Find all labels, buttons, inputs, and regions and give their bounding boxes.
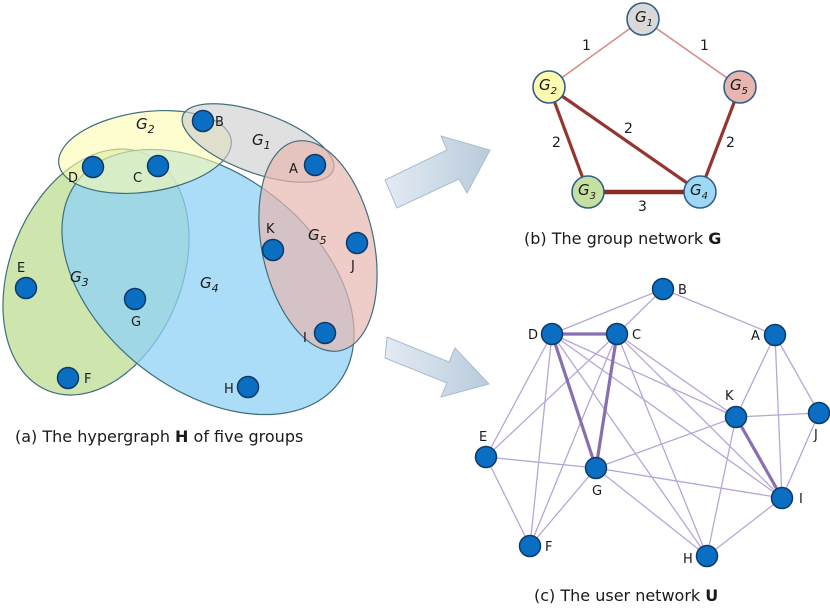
group-node-g2 xyxy=(532,70,566,104)
user-node-label-k: K xyxy=(725,389,734,404)
user-node-j xyxy=(807,401,830,425)
node-f xyxy=(56,366,80,390)
user-node-label-h: H xyxy=(683,552,693,567)
user-node-label-a: A xyxy=(751,329,760,344)
user-node-k xyxy=(724,405,748,429)
node-b xyxy=(191,109,215,133)
node-label-c: C xyxy=(133,171,142,186)
node-g xyxy=(123,287,147,311)
user-node-b xyxy=(651,277,675,301)
node-d xyxy=(81,155,105,179)
node-h xyxy=(236,375,260,399)
caption-c: (c) The user network U xyxy=(534,586,718,605)
node-label-h: H xyxy=(224,382,234,397)
hypergraph-nodes xyxy=(14,109,369,399)
node-c xyxy=(146,154,170,178)
user-node-label-j: J xyxy=(813,428,818,443)
node-label-i: I xyxy=(303,331,307,346)
user-node-label-e: E xyxy=(479,430,487,445)
caption-a: (a) The hypergraph H of five groups xyxy=(15,427,303,446)
node-label-d: D xyxy=(68,171,78,186)
user-node-e xyxy=(474,445,498,469)
node-label-g: G xyxy=(131,315,141,330)
edge-g1-g2 xyxy=(548,18,644,88)
user-node-label-b: B xyxy=(678,283,687,298)
user-node-c xyxy=(605,322,629,346)
transform-arrows xyxy=(384,135,491,398)
arrow-to-user-network xyxy=(384,336,490,398)
node-label-k: K xyxy=(266,222,275,237)
group-node-g5 xyxy=(723,70,757,104)
node-label-f: F xyxy=(84,372,91,387)
edge-g2-g3 xyxy=(547,86,590,193)
user-network-nodes xyxy=(474,277,830,568)
weight-g5-g4: 2 xyxy=(726,135,735,151)
group-node-g4 xyxy=(683,175,717,209)
node-label-j: J xyxy=(350,259,355,274)
node-label-e: E xyxy=(17,261,25,276)
group-node-g3 xyxy=(571,175,605,209)
user-node-a xyxy=(763,323,787,347)
group-node-g1 xyxy=(626,2,660,36)
group-ellipse-g5 xyxy=(258,140,378,352)
weight-g3-g4: 3 xyxy=(638,199,647,215)
group-network-panel: 1 1 2 2 2 3 G1 G2 G5 G3 G4 (b) The group… xyxy=(524,2,757,248)
user-node-label-g: G xyxy=(592,484,602,499)
weight-g1-g2: 1 xyxy=(582,38,591,54)
weight-g2-g4: 2 xyxy=(624,121,633,137)
user-node-f xyxy=(518,534,542,558)
user-node-h xyxy=(695,544,719,568)
user-network-panel: B D C A K J E G I F H (c) The user netwo… xyxy=(474,277,830,605)
weight-g1-g5: 1 xyxy=(700,38,709,54)
user-node-d xyxy=(540,322,564,346)
user-node-label-i: I xyxy=(799,492,803,507)
caption-b: (b) The group network G xyxy=(524,229,721,248)
weight-g2-g3: 2 xyxy=(552,135,561,151)
hypergraph-panel: G2 G1 G3 G4 G5 B D C A K J E G I F H xyxy=(2,103,378,446)
node-i xyxy=(313,321,337,345)
node-label-a: A xyxy=(289,162,298,177)
edge-g5-g4 xyxy=(698,86,742,193)
user-node-g xyxy=(584,456,608,480)
user-node-label-f: F xyxy=(545,540,552,555)
edge-g2-g4 xyxy=(548,85,701,194)
node-a xyxy=(303,153,327,177)
arrow-to-group-network xyxy=(384,135,491,209)
node-j xyxy=(345,231,369,255)
user-node-label-c: C xyxy=(632,328,641,343)
user-network-edges xyxy=(485,288,820,557)
node-k xyxy=(261,238,285,262)
node-e xyxy=(14,276,38,300)
user-node-label-d: D xyxy=(528,328,538,343)
edge-g1-g5 xyxy=(642,18,741,88)
user-node-i xyxy=(770,486,794,510)
node-label-b: B xyxy=(215,115,224,130)
